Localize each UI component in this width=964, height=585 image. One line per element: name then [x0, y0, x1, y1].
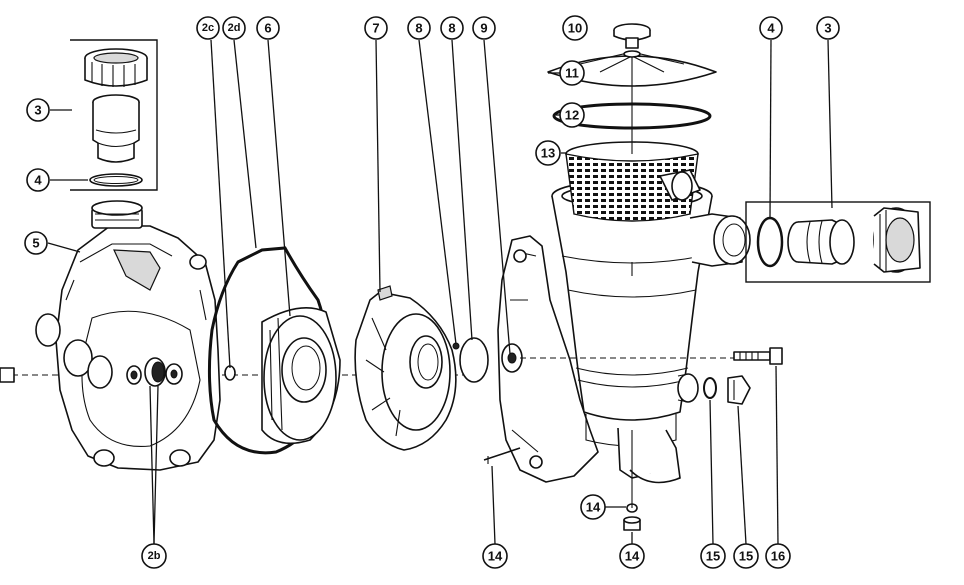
union-kit-top-box	[70, 39, 158, 191]
svg-text:10: 10	[568, 21, 582, 36]
seal-plate	[497, 235, 599, 483]
callout-2b: 2b	[141, 543, 167, 569]
port-plug	[727, 375, 751, 405]
callout-2c: 2c	[196, 16, 220, 40]
callout-11: 11	[559, 60, 585, 86]
strainer-lid	[547, 50, 717, 154]
seal-plate-screw	[483, 447, 521, 464]
svg-text:15: 15	[706, 549, 720, 564]
union-kit-right-box	[745, 201, 931, 283]
union-nut-right	[873, 207, 921, 273]
shaft-seal	[126, 357, 183, 387]
callout-8-pin: 8	[407, 16, 431, 40]
svg-text:8: 8	[448, 21, 455, 36]
svg-text:14: 14	[488, 549, 503, 564]
callout-4-top: 4	[26, 168, 50, 192]
svg-text:2b: 2b	[148, 550, 161, 562]
svg-text:5: 5	[32, 236, 39, 251]
svg-text:4: 4	[34, 173, 42, 188]
callout-3-right: 3	[816, 16, 840, 40]
o-ring-right	[756, 216, 784, 268]
drain-plug	[623, 516, 641, 531]
svg-text:9: 9	[480, 21, 487, 36]
svg-text:3: 3	[824, 21, 831, 36]
impeller	[261, 306, 341, 445]
strainer-basket	[565, 141, 701, 222]
svg-text:14: 14	[625, 549, 640, 564]
callout-6: 6	[256, 16, 280, 40]
svg-text:7: 7	[372, 21, 379, 36]
callout-14-washer: 14	[580, 494, 606, 520]
svg-text:14: 14	[586, 500, 601, 515]
callout-7: 7	[364, 16, 388, 40]
callout-13: 13	[535, 140, 561, 166]
lid-knob	[613, 23, 651, 49]
svg-text:16: 16	[771, 549, 785, 564]
callout-5: 5	[24, 231, 48, 255]
callout-3-top: 3	[26, 98, 50, 122]
washer-2c	[224, 365, 236, 381]
callout-14-screw: 14	[482, 543, 508, 569]
callout-4-right: 4	[759, 16, 783, 40]
svg-text:11: 11	[565, 66, 579, 81]
callout-16: 16	[765, 543, 791, 569]
svg-text:3: 3	[34, 103, 41, 118]
callout-12: 12	[559, 102, 585, 128]
diffuser	[354, 285, 457, 451]
diffuser-o-ring-disc	[459, 337, 489, 383]
callout-8-disc: 8	[440, 16, 464, 40]
callout-10: 10	[562, 15, 588, 41]
svg-text:2c: 2c	[202, 22, 214, 34]
svg-text:15: 15	[739, 549, 753, 564]
callout-15-o-ring: 15	[700, 543, 726, 569]
port-o-ring	[703, 377, 717, 399]
union-tailpiece-right	[787, 219, 855, 265]
svg-text:2d: 2d	[228, 22, 241, 34]
svg-text:13: 13	[541, 146, 555, 161]
svg-text:12: 12	[565, 108, 579, 123]
union-nut-top	[84, 48, 148, 87]
o-ring-top	[89, 173, 143, 187]
union-tailpiece-top	[92, 94, 140, 163]
pump-housing	[35, 200, 221, 471]
svg-text:8: 8	[415, 21, 422, 36]
housing-bolt	[520, 347, 783, 365]
callout-15-plug: 15	[733, 543, 759, 569]
callout-2d: 2d	[222, 16, 246, 40]
callout-14-plug: 14	[619, 543, 645, 569]
callout-9: 9	[472, 16, 496, 40]
svg-text:4: 4	[767, 21, 775, 36]
leader-lines	[47, 39, 833, 545]
housing-gasket	[207, 246, 330, 455]
svg-text:6: 6	[264, 21, 271, 36]
